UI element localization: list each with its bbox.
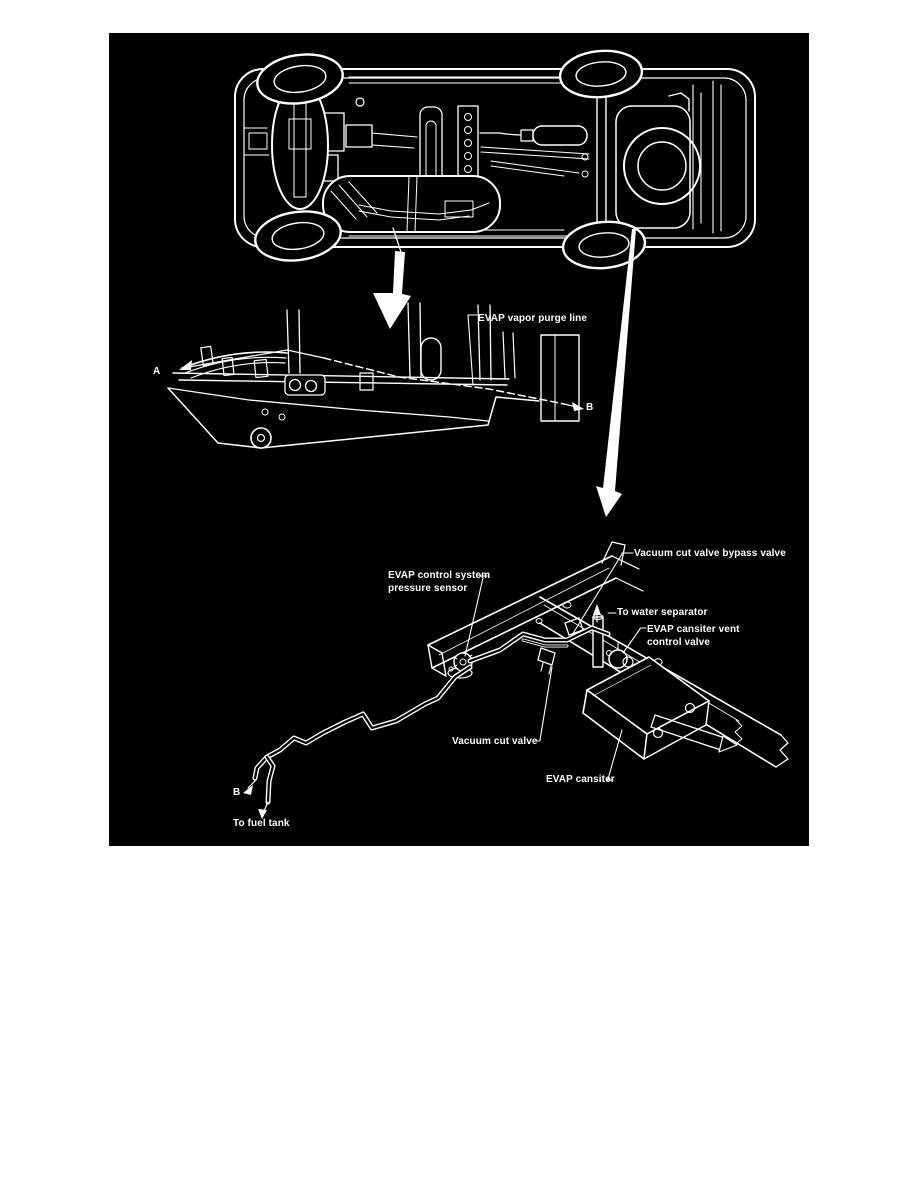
arrow-to-frame-view [373,251,411,329]
label-vacuum-cut-valve: Vacuum cut valve [452,736,538,747]
evap-hose-route [252,625,611,805]
fuel-tank-shape [322,175,501,233]
tires [254,49,647,270]
label-evap-cansiter-vent-control-valve: EVAP cansiter vent control valve [647,624,740,648]
vent-control-valve-shape [606,642,634,669]
label-to-water-separator: To water separator [617,607,708,618]
figure-panel: EVAP vapor purge line A B Vacuum cut val… [109,33,809,846]
label-leaders [464,552,647,781]
spare-tire-shape [623,127,701,205]
label-point-b-bottom: B [233,787,241,798]
label-evap-cansiter: EVAP cansiter [546,774,615,785]
evap-canister-shape [582,656,710,760]
evap-system-diagram-artwork [167,49,789,819]
label-evap-control-system-pressure-sensor: EVAP control system pressure sensor [388,570,491,594]
label-point-a: A [153,366,161,377]
label-to-fuel-tank: To fuel tank [233,818,290,829]
label-evap-vapor-purge-line: EVAP vapor purge line [478,313,587,324]
evap-canister-detail-view [243,541,789,819]
water-separator-pipe-shape [592,604,604,668]
label-point-b-mid: B [586,402,594,413]
vacuum-cut-valve-shape [537,647,556,675]
frame-side-view [167,302,584,449]
label-vacuum-cut-valve-bypass-valve: Vacuum cut valve bypass valve [634,548,786,559]
muffler-shape [532,125,588,146]
arrow-to-canister-view [596,229,636,517]
vehicle-underbody-view [234,49,756,270]
